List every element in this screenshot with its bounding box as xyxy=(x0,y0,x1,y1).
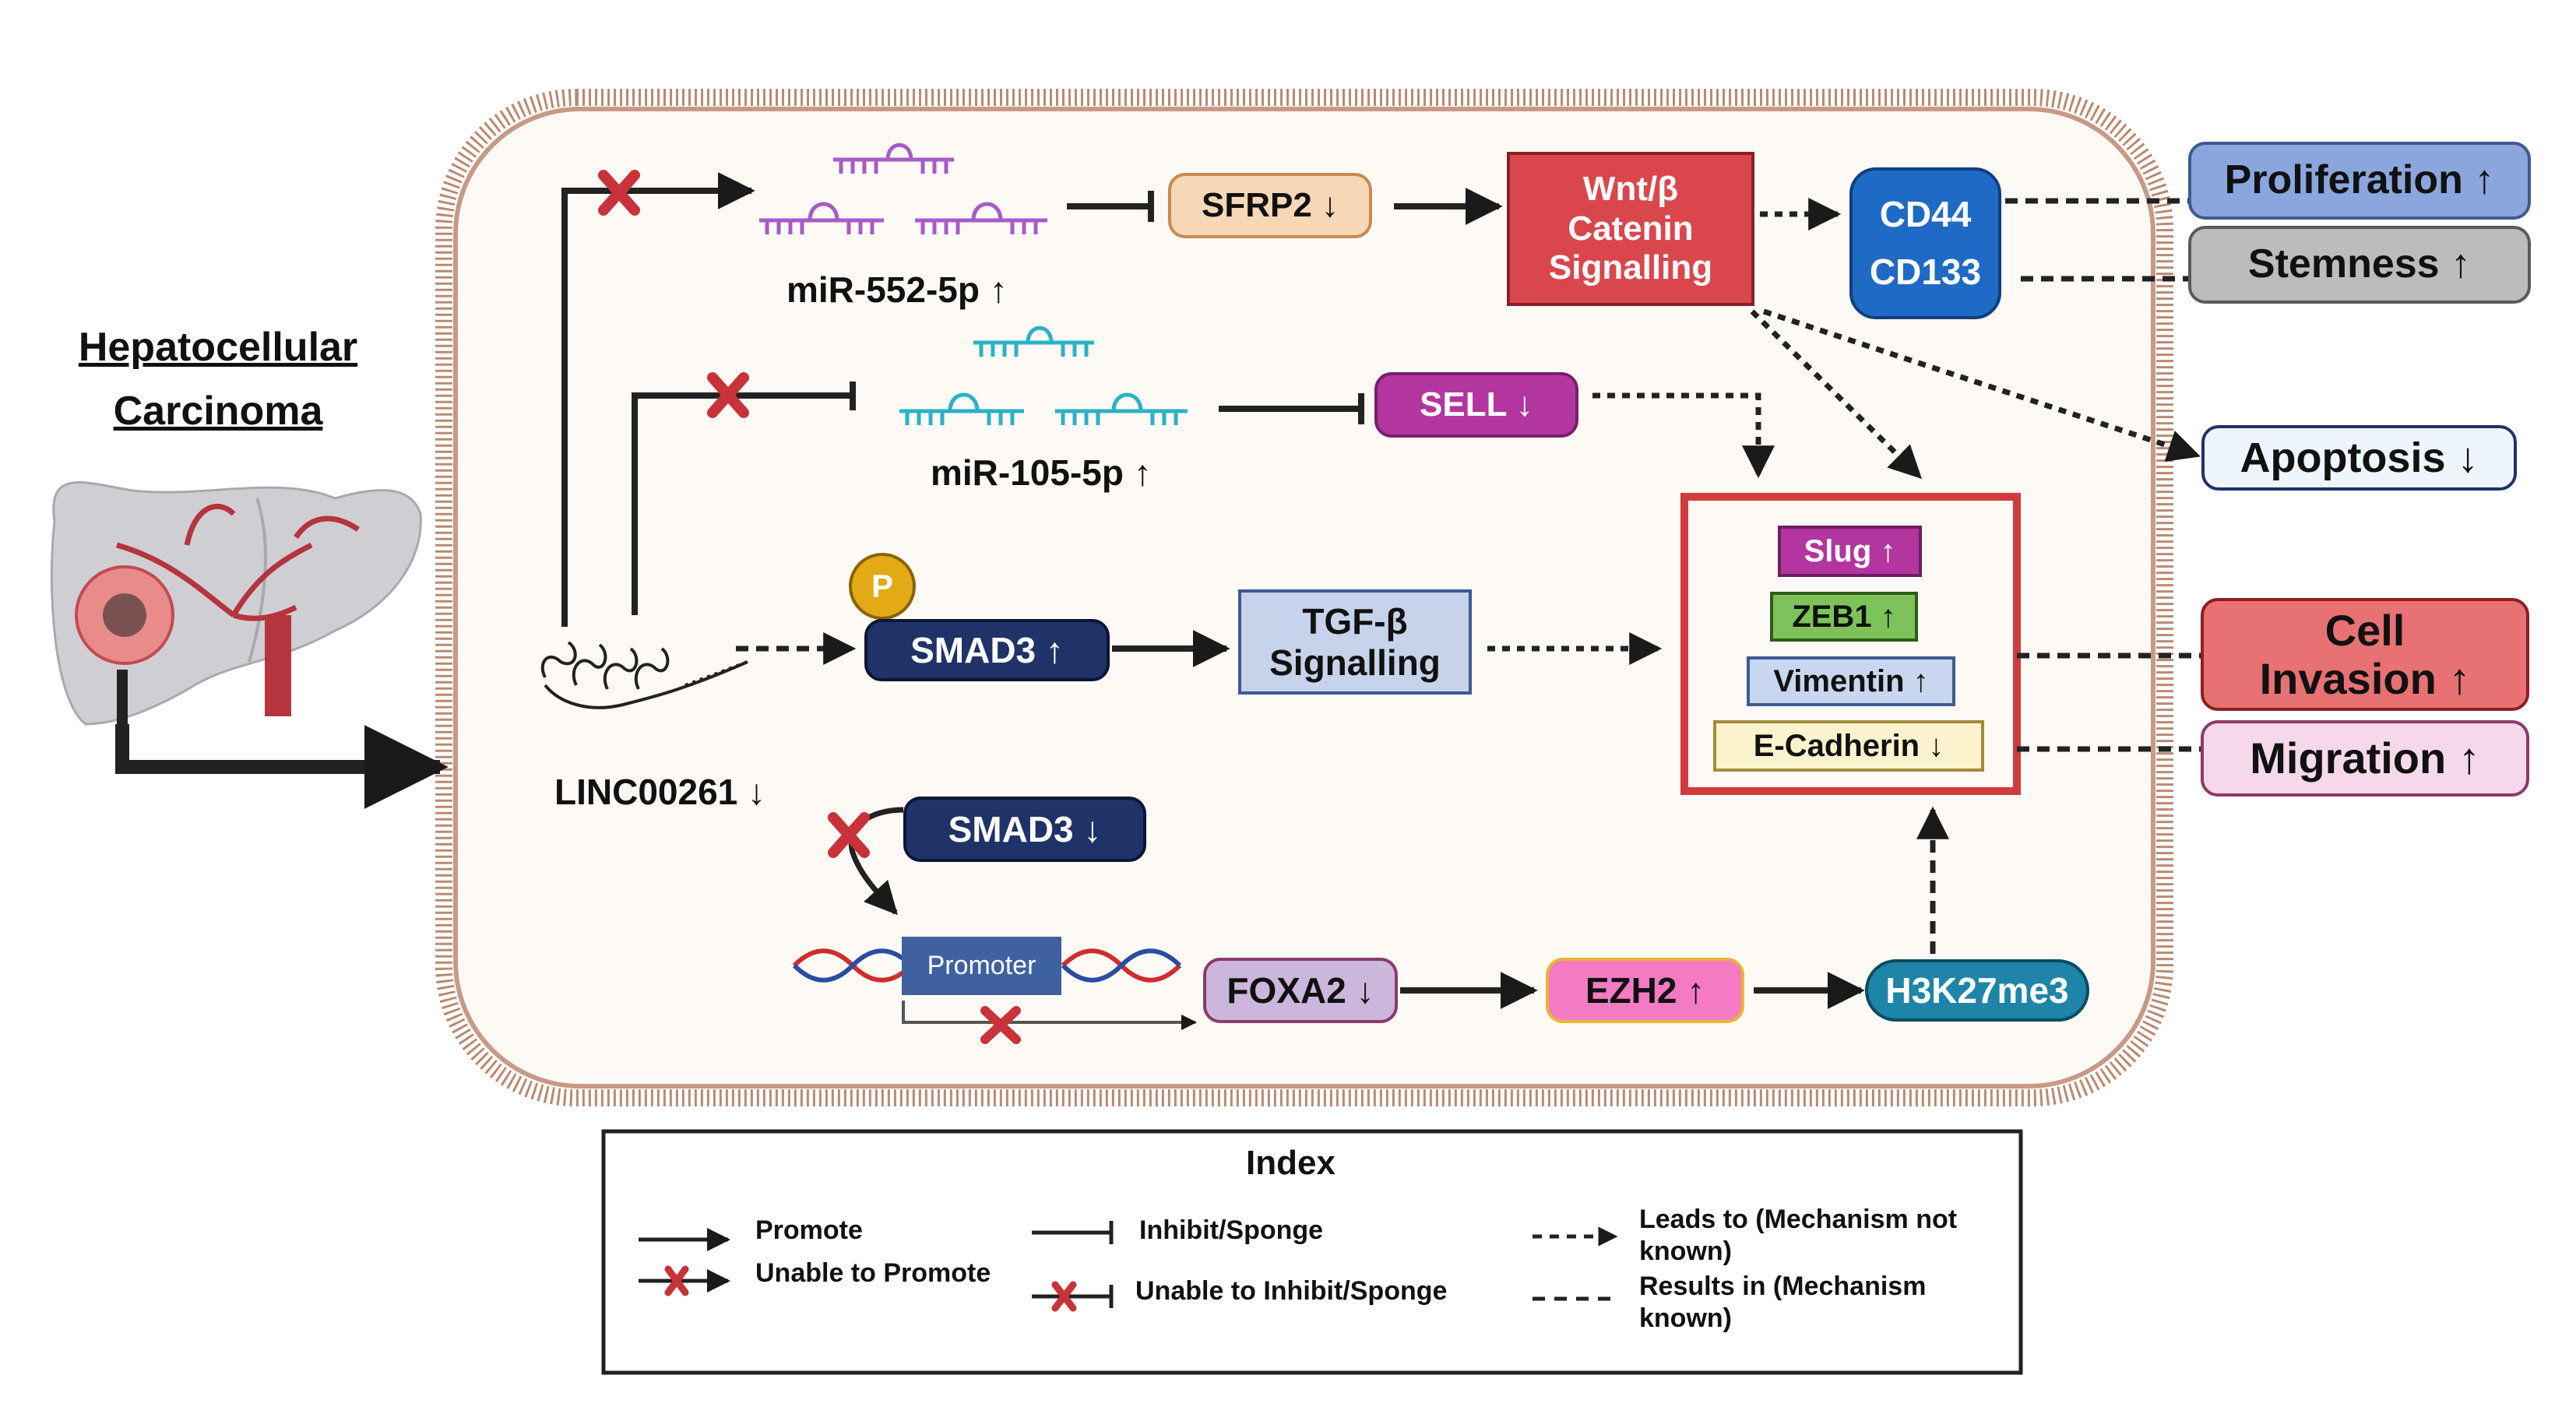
legend-results-in-line1: Results in (Mechanism xyxy=(1639,1272,1927,1301)
linc-to-mir105-line xyxy=(632,392,853,615)
invasion-line1: Cell xyxy=(2324,605,2405,655)
legend-results-in-label: Results in (Mechanism known) xyxy=(1639,1271,1926,1335)
wnt-line1: Wnt/β xyxy=(1582,170,1679,209)
legend-promote-label: Promote xyxy=(755,1215,863,1245)
smad3-down-node[interactable]: SMAD3 ↓ xyxy=(903,797,1146,862)
wnt-line2: Catenin xyxy=(1568,209,1694,248)
emt-marker-slug[interactable]: Slug ↑ xyxy=(1778,526,1922,577)
promoter-box[interactable]: Promoter xyxy=(902,937,1061,995)
phospho-badge: P xyxy=(849,553,916,620)
smad3-up-node[interactable]: SMAD3 ↑ xyxy=(864,619,1110,681)
disease-title-line2: Carcinoma xyxy=(113,389,323,434)
sell-node[interactable]: SELL ↓ xyxy=(1374,372,1578,438)
invasion-line2: Invasion ↑ xyxy=(2259,653,2471,703)
wnt-line3: Signalling xyxy=(1548,248,1713,287)
sell-to-emt-arrow xyxy=(1592,392,1775,479)
legend-leads-to-line1: Leads to (Mechanism not xyxy=(1639,1205,1958,1234)
h3k27me3-node[interactable]: H3K27me3 xyxy=(1865,959,2089,1022)
wnt-node[interactable]: Wnt/β Catenin Signalling xyxy=(1507,152,1754,306)
legend-inhibit-label: Inhibit/Sponge xyxy=(1139,1215,1324,1245)
invasion-outcome[interactable]: Cell Invasion ↑ xyxy=(2201,598,2529,711)
block-x-mir105 xyxy=(707,372,749,418)
tgfb-node[interactable]: TGF-β Signalling xyxy=(1238,589,1472,695)
linc-to-mir552-line xyxy=(561,172,755,627)
block-x-smad3 xyxy=(828,812,870,858)
foxa2-node[interactable]: FOXA2 ↓ xyxy=(1203,958,1398,1023)
emt-marker-ecadherin[interactable]: E-Cadherin ↓ xyxy=(1713,720,1984,772)
mir552-glyph xyxy=(759,142,1047,234)
liver-illustration xyxy=(50,481,422,771)
block-x-mir552 xyxy=(598,170,640,216)
apoptosis-outcome[interactable]: Apoptosis ↓ xyxy=(2201,425,2517,491)
tgfb-line2: Signalling xyxy=(1269,642,1441,683)
migration-outcome[interactable]: Migration ↑ xyxy=(2201,720,2529,797)
legend-unable-promote-label: Unable to Promote xyxy=(755,1258,991,1288)
legend-leads-to-line2: known) xyxy=(1639,1236,1732,1266)
ezh2-node[interactable]: EZH2 ↑ xyxy=(1546,958,1744,1023)
mir552-label: miR-552-5p ↑ xyxy=(787,269,1008,310)
legend-unable-inhibit-label: Unable to Inhibit/Sponge xyxy=(1135,1276,1448,1306)
mir105-label: miR-105-5p ↑ xyxy=(931,452,1152,493)
tgfb-line1: TGF-β xyxy=(1302,600,1408,642)
wnt-to-apoptosis-arrow xyxy=(1762,308,2201,463)
sfrp2-node[interactable]: SFRP2 ↓ xyxy=(1168,173,1372,238)
emt-marker-vimentin[interactable]: Vimentin ↑ xyxy=(1747,656,1955,706)
smad3-down-to-promoter-arrow xyxy=(848,807,904,916)
lncrna-glyph xyxy=(540,641,748,709)
legend-title: Index xyxy=(1246,1144,1336,1182)
wnt-to-emt-arrow xyxy=(1750,309,1922,479)
emt-marker-zeb1[interactable]: ZEB1 ↑ xyxy=(1770,592,1918,642)
legend-box xyxy=(601,1129,2023,1375)
mir105-glyph xyxy=(899,325,1188,425)
disease-title-line1: Hepatocellular xyxy=(78,325,358,370)
dna-helix xyxy=(792,948,1182,983)
stemness-outcome[interactable]: Stemness ↑ xyxy=(2188,226,2531,304)
cd44-label: CD44 xyxy=(1879,193,1972,234)
liver-to-cell-arrow xyxy=(115,724,449,809)
legend-results-in-line2: known) xyxy=(1639,1303,1732,1333)
proliferation-outcome[interactable]: Proliferation ↑ xyxy=(2188,142,2531,220)
cd44-cd133-node[interactable]: CD44 CD133 xyxy=(1849,167,2001,319)
cd133-label: CD133 xyxy=(1869,251,1982,292)
promoter-transcription-arrow xyxy=(902,1001,1197,1030)
lncrna-label: LINC00261 ↓ xyxy=(554,772,766,812)
disease-title: Hepatocellular Carcinoma xyxy=(62,315,374,443)
block-x-promoter xyxy=(980,1006,1021,1044)
cell-membrane-outer xyxy=(435,89,2173,1106)
legend-leads-to-label: Leads to (Mechanism not known) xyxy=(1639,1204,1957,1268)
